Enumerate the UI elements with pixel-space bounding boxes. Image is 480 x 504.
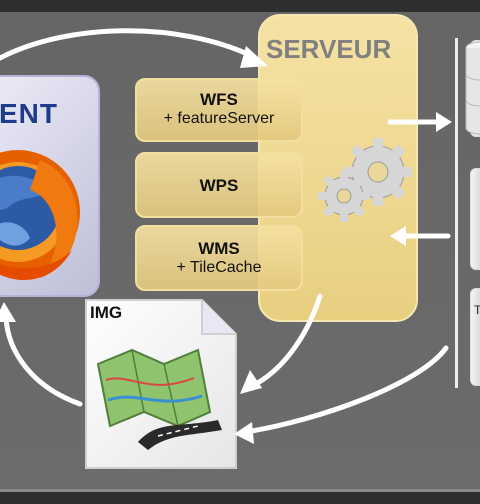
- arrow-data-to-img: [243, 345, 449, 435]
- service-wfs-name: WFS: [200, 90, 238, 109]
- firefox-logo-icon: [0, 150, 80, 280]
- divider-line: [455, 38, 458, 388]
- database-icon: [465, 41, 480, 135]
- bottom-border: [0, 492, 480, 504]
- data-card-middle: [470, 168, 480, 270]
- gears-icon: [318, 138, 412, 222]
- service-wps: WPS: [135, 152, 303, 218]
- arrow-img-to-client: [3, 315, 83, 407]
- service-wms-name: WMS: [198, 239, 240, 258]
- service-wfs-detail: + featureServer: [163, 110, 275, 127]
- service-wfs: WFS + featureServer: [135, 78, 303, 142]
- arrow-server-to-img: [249, 293, 323, 389]
- arrow-client-to-server: [0, 28, 255, 61]
- server-title: SERVEUR: [266, 34, 392, 64]
- top-border: [0, 0, 480, 12]
- data-card-bottom: [470, 288, 480, 386]
- data-card-bottom-label: T: [474, 303, 480, 317]
- service-wms: WMS + TileCache: [135, 225, 303, 291]
- service-wms-detail: + TileCache: [176, 259, 262, 276]
- map-document-icon: [85, 299, 237, 469]
- service-wps-name: WPS: [199, 176, 239, 195]
- client-title: ENT: [0, 98, 58, 129]
- image-document-label: IMG: [90, 303, 123, 322]
- bottom-highlight: [0, 489, 480, 492]
